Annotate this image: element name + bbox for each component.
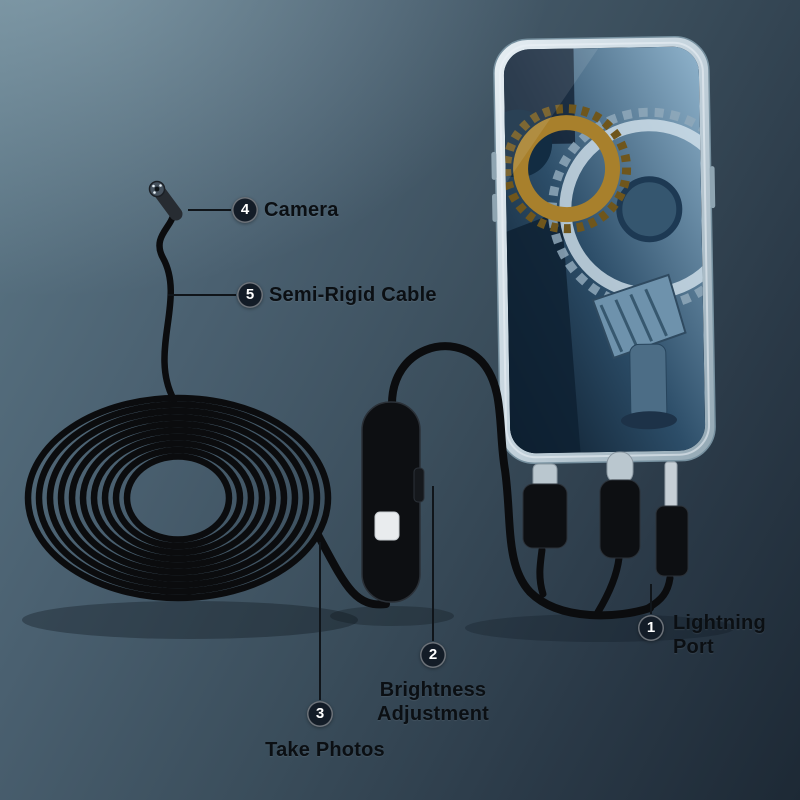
smartphone	[491, 35, 716, 464]
callout-label-take-photos: Take Photos	[265, 739, 385, 761]
cable-stem-micro-usb	[536, 546, 547, 598]
coil-shadow	[22, 601, 358, 639]
cable-controller-to-connectors	[388, 342, 654, 620]
brightness-wheel	[413, 467, 425, 503]
controller-shadow	[330, 606, 454, 626]
lightning-body	[655, 505, 689, 577]
connector-micro-usb	[522, 463, 568, 549]
connector-shadow	[465, 614, 735, 642]
cable-stem-usb-c	[594, 554, 623, 616]
camera-led	[152, 184, 155, 188]
controller-unit	[361, 401, 425, 603]
micro-usb-body	[522, 483, 568, 549]
callout-label-camera: Camera	[264, 199, 339, 221]
callout-label-semi-rigid-cable: Semi-Rigid Cable	[269, 284, 437, 306]
lightning-metal-blade	[664, 461, 678, 511]
camera-led-3	[153, 191, 156, 194]
callout-badge-camera: 4	[232, 197, 258, 223]
callout-badge-brightness: 2	[420, 642, 446, 668]
photo-capture-button	[374, 511, 400, 541]
phone-frame-highlight	[498, 41, 711, 459]
usb-c-body	[599, 479, 641, 559]
cable-coil-to-controller	[314, 531, 390, 609]
callout-badge-take-photos: 3	[307, 701, 333, 727]
usb-c-metal-tip	[606, 451, 634, 485]
controller-body	[361, 401, 421, 603]
coiled-cable	[24, 394, 332, 602]
screen-photo-gears	[503, 46, 706, 454]
callout-leader-lines	[168, 209, 652, 700]
lightning-label-line2: Port	[673, 636, 714, 658]
callout-label-lightning-port: Lightning Port	[673, 611, 766, 659]
callout-badge-semi-rigid-cable: 5	[237, 282, 263, 308]
micro-usb-metal-tip	[532, 463, 558, 489]
brightness-label-line1: Brightness	[379, 679, 487, 701]
phone-volume-button	[491, 151, 497, 180]
phone-volume-button-2	[492, 193, 498, 222]
semi-rigid-cable	[156, 212, 178, 404]
phone-power-button	[709, 166, 716, 209]
camera-lens	[154, 186, 160, 192]
camera-head	[148, 180, 183, 221]
connector-usb-c	[599, 451, 641, 559]
camera-led-2	[159, 184, 162, 187]
callout-label-brightness: Brightness Adjustment	[333, 678, 533, 726]
lightning-label-line1: Lightning	[673, 612, 766, 634]
connector-lightning	[655, 461, 689, 577]
brightness-label-line2: Adjustment	[377, 703, 489, 725]
callout-badge-lightning-port: 1	[638, 615, 664, 641]
